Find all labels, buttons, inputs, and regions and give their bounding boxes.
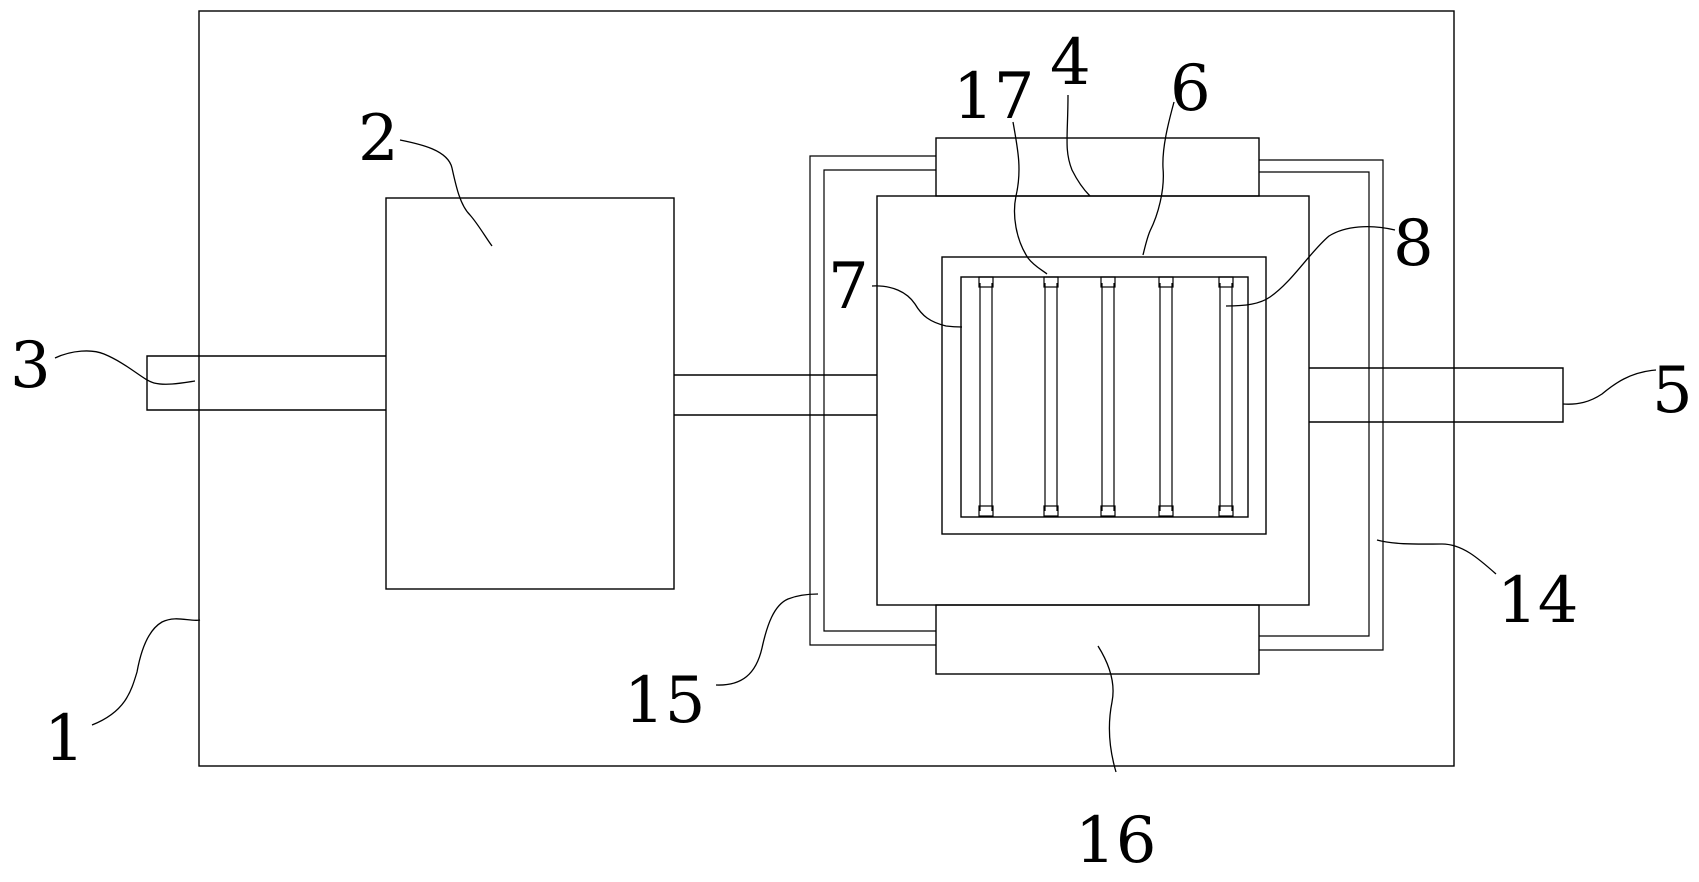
rod-mount-bottom-1 [978, 505, 994, 517]
leader-16 [1097, 645, 1117, 773]
top-box [935, 137, 1260, 197]
leader-4 [1066, 94, 1091, 197]
label-3: 3 [10, 329, 51, 403]
rod-mount-top-4 [1158, 276, 1174, 288]
right-jacket-outer [1259, 159, 1384, 651]
leader-8 [1225, 226, 1396, 307]
label-1: 1 [44, 702, 85, 776]
leader-3 [54, 350, 196, 385]
left-unit-box [385, 197, 675, 590]
inner-chamber [941, 256, 1267, 535]
leader-5 [1562, 369, 1657, 405]
inlet-pipe [146, 355, 386, 411]
outlet-pipe [1309, 367, 1564, 423]
leader-15 [715, 593, 819, 686]
leader-2 [399, 139, 493, 247]
filter-rods [978, 276, 1234, 517]
label-14: 14 [1497, 564, 1578, 638]
filter-frame [960, 276, 1249, 518]
leader-7 [871, 285, 963, 328]
label-5: 5 [1652, 354, 1693, 428]
left-jacket-outer [809, 155, 936, 646]
leader-17 [1012, 121, 1048, 275]
label-6: 6 [1170, 52, 1211, 126]
rod-mount-bottom-3 [1100, 505, 1116, 517]
left-jacket-inner [823, 169, 936, 632]
rod-mount-bottom-4 [1158, 505, 1174, 517]
rod-mount-top-3 [1100, 276, 1116, 288]
rod-mount-top-5 [1218, 276, 1234, 288]
leader-1 [91, 618, 201, 726]
rod-mount-top-2 [1043, 276, 1059, 288]
leader-6 [1142, 101, 1175, 256]
label-2: 2 [358, 102, 399, 176]
rod-mount-bottom-2 [1043, 505, 1059, 517]
bottom-box [935, 604, 1260, 675]
label-16: 16 [1075, 804, 1156, 878]
label-17: 17 [953, 60, 1034, 134]
housing-frame [198, 10, 1455, 767]
label-8: 8 [1393, 207, 1434, 281]
label-4: 4 [1050, 26, 1091, 100]
connecting-pipe [674, 374, 877, 416]
label-7: 7 [828, 250, 869, 324]
right-jacket-inner [1259, 171, 1370, 637]
main-body [876, 195, 1310, 606]
leader-14 [1376, 539, 1497, 575]
rod-mount-bottom-5 [1218, 505, 1234, 517]
rod-mount-top-1 [978, 276, 994, 288]
label-15: 15 [624, 664, 705, 738]
